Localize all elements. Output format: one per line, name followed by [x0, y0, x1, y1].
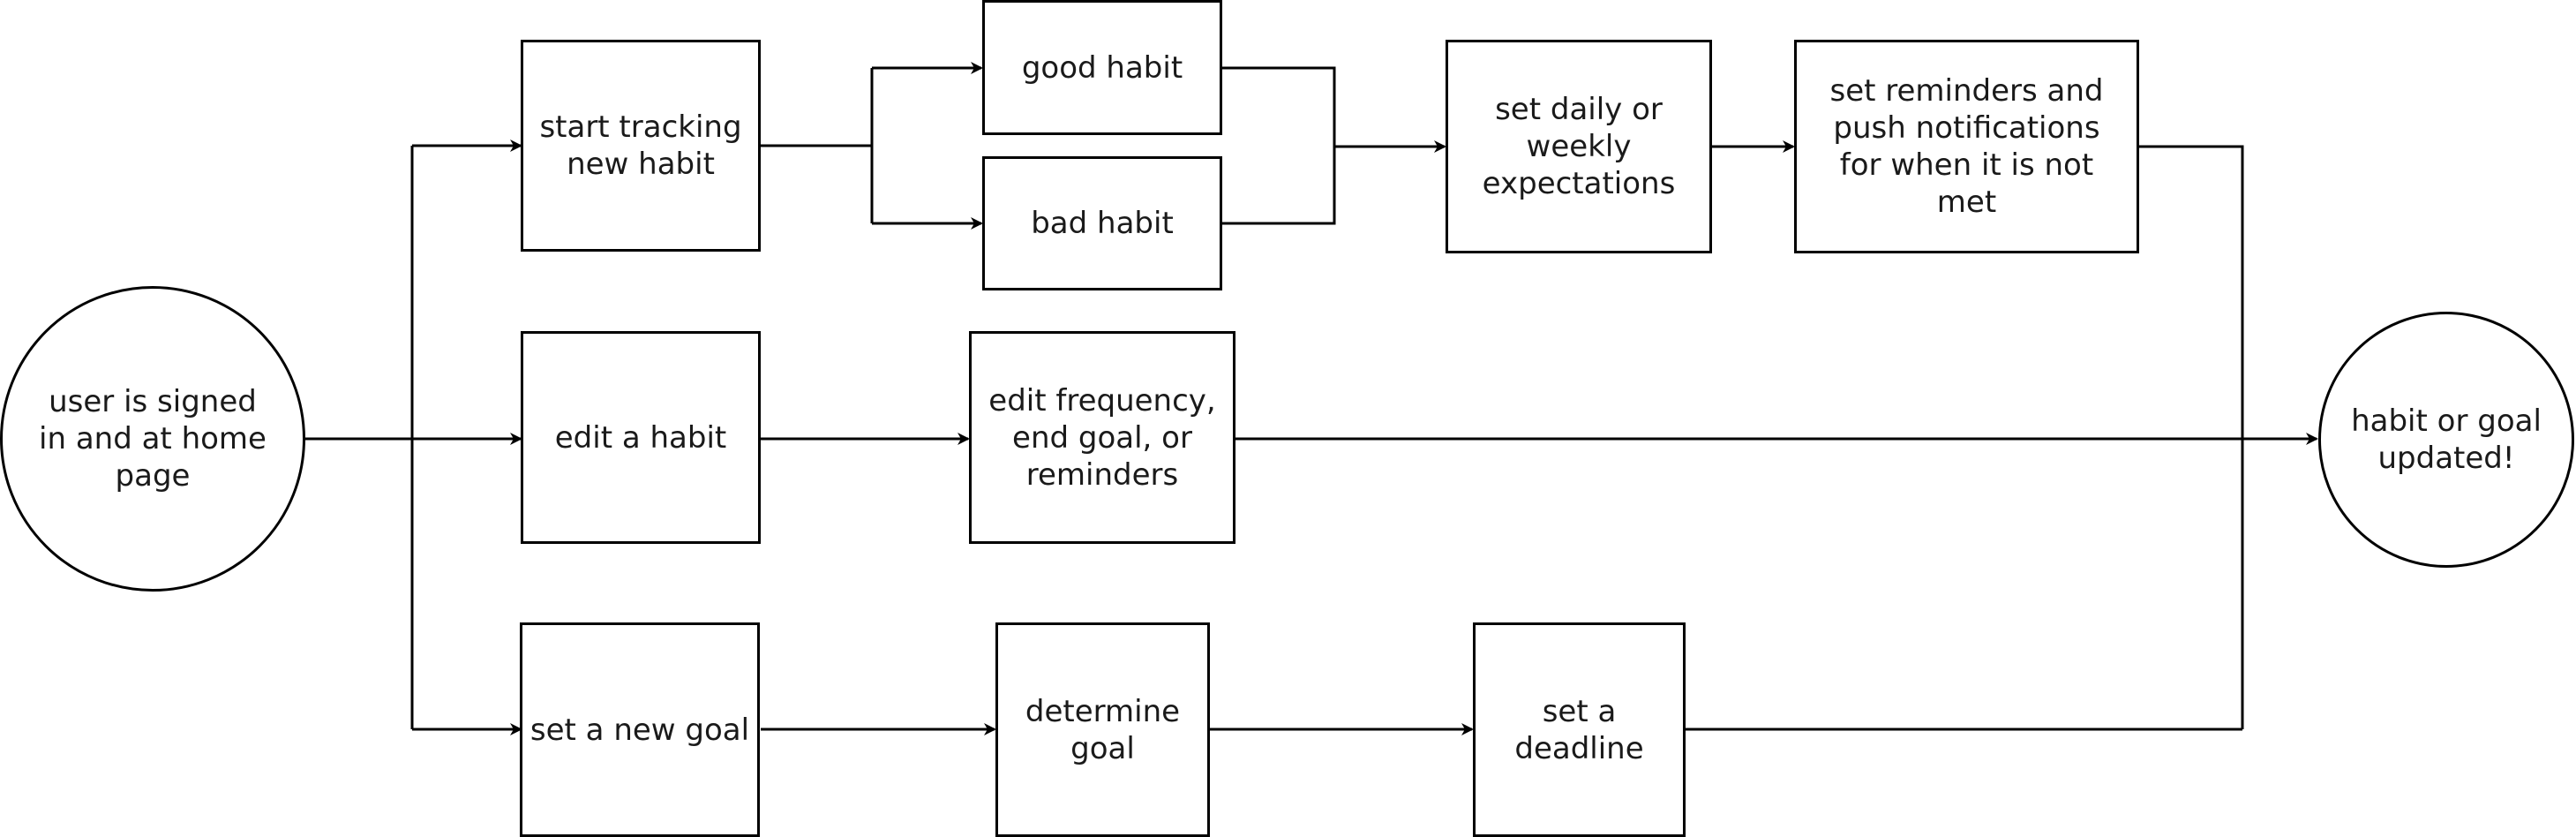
good-habit-node: good habit	[982, 0, 1222, 135]
bad-habit-node: bad habit	[982, 156, 1222, 290]
connector-good-merge	[1222, 66, 1336, 225]
deadline-node: set a deadline	[1473, 622, 1686, 837]
updated-end-node: habit or goal updated!	[2318, 312, 2574, 568]
edit-habit-node: edit a habit	[521, 331, 761, 544]
connector-reminders-merge	[2139, 145, 2244, 729]
reminders-node: set reminders and push notifications for…	[1794, 40, 2139, 253]
new-goal-node: set a new goal	[520, 622, 760, 837]
edit-frequency-node: edit frequency, end goal, or reminders	[969, 331, 1235, 544]
start-node: user is signed in and at home page	[0, 286, 305, 592]
start-tracking-node: start tracking new habit	[521, 40, 761, 252]
determine-goal-node: determine goal	[995, 622, 1210, 837]
connector-track-split	[761, 68, 874, 147]
expectations-node: set daily or weekly expectations	[1446, 40, 1712, 253]
